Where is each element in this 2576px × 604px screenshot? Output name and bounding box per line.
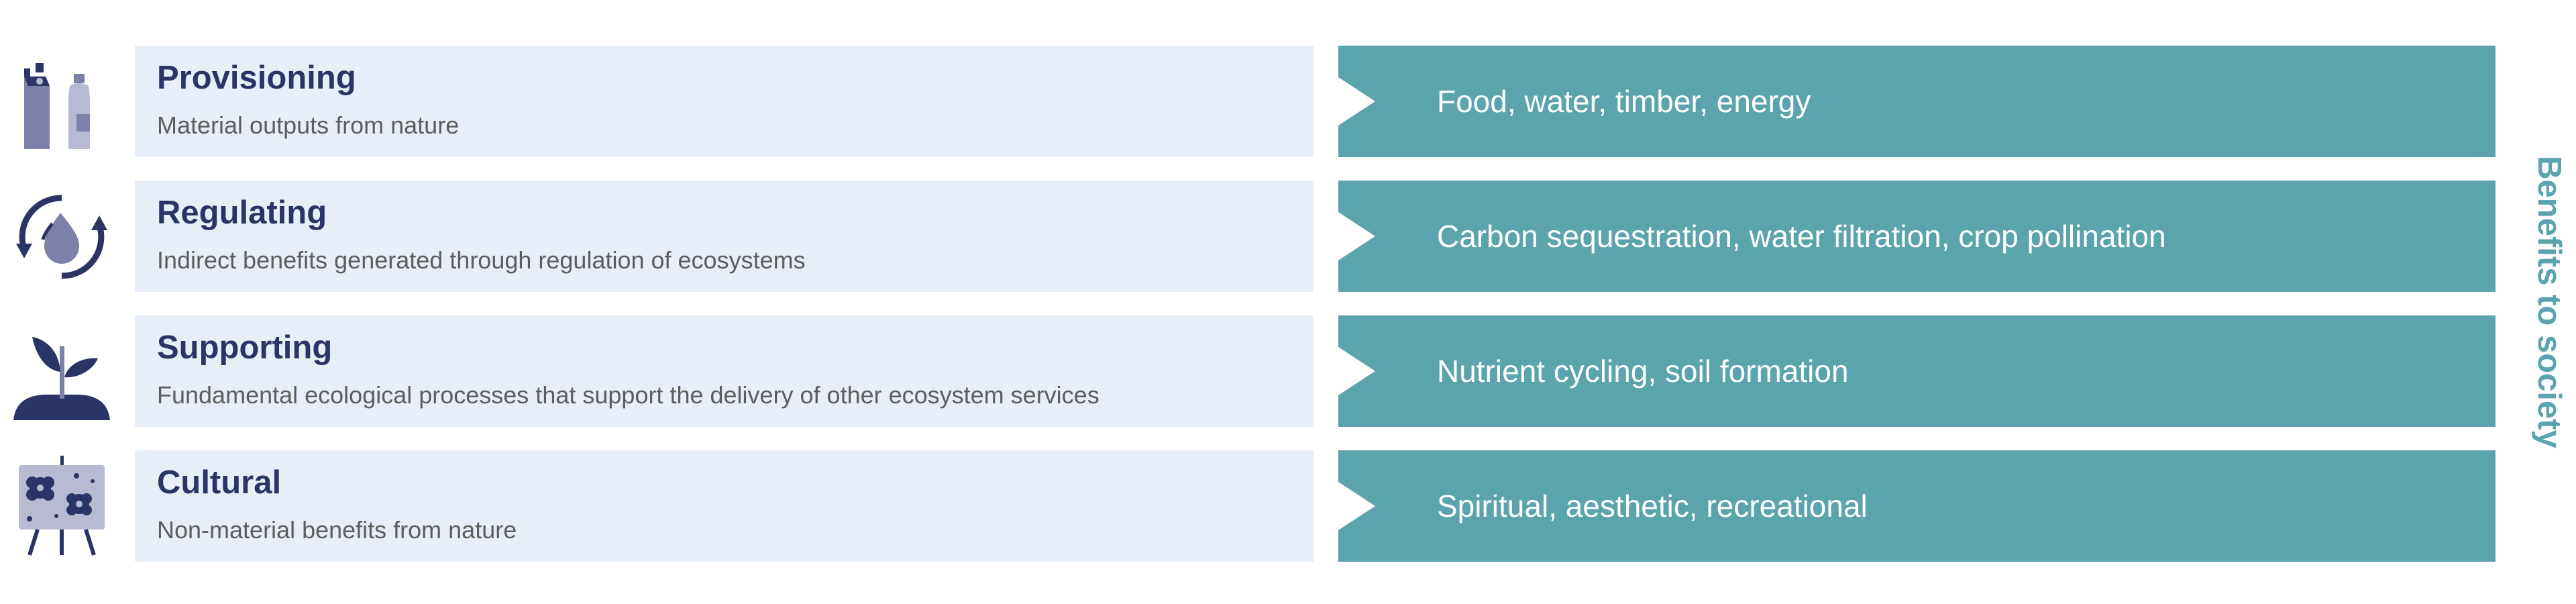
arrow-notch-icon bbox=[1338, 212, 1375, 260]
benefit-text: Carbon sequestration, water filtration, … bbox=[1437, 219, 2166, 254]
flower-painting-easel-icon bbox=[9, 454, 114, 559]
service-title: Regulating bbox=[157, 195, 327, 231]
service-description: Fundamental ecological processes that su… bbox=[157, 381, 1099, 409]
service-row-cultural: Cultural Non-material benefits from natu… bbox=[0, 450, 2496, 562]
benefit-text: Spiritual, aesthetic, recreational bbox=[1437, 489, 1868, 523]
service-description: Material outputs from nature bbox=[157, 111, 460, 139]
benefit-text: Nutrient cycling, soil formation bbox=[1437, 354, 1849, 389]
seedling-icon bbox=[9, 319, 114, 424]
arrow-notch-icon bbox=[1338, 347, 1375, 395]
benefits-to-society-label: Benefits to society bbox=[2531, 156, 2567, 448]
benefit-box: Nutrient cycling, soil formation bbox=[1338, 315, 2496, 427]
service-description: Indirect benefits generated through regu… bbox=[157, 246, 806, 274]
benefit-box: Carbon sequestration, water filtration, … bbox=[1338, 181, 2496, 292]
service-description-box: Cultural Non-material benefits from natu… bbox=[135, 450, 1313, 562]
service-title: Cultural bbox=[157, 464, 282, 501]
service-title: Supporting bbox=[157, 330, 333, 366]
service-description-box: Regulating Indirect benefits generated t… bbox=[135, 181, 1313, 292]
service-title: Provisioning bbox=[157, 60, 356, 96]
service-row-supporting: Supporting Fundamental ecological proces… bbox=[0, 315, 2496, 427]
service-row-regulating: Regulating Indirect benefits generated t… bbox=[0, 181, 2496, 292]
service-description: Non-material benefits from nature bbox=[157, 516, 517, 544]
service-row-provisioning: Provisioning Material outputs from natur… bbox=[0, 46, 2496, 157]
milk-carton-bottle-icon bbox=[9, 50, 114, 154]
arrow-notch-icon bbox=[1338, 482, 1375, 530]
benefit-box: Spiritual, aesthetic, recreational bbox=[1338, 450, 2496, 562]
benefit-box: Food, water, timber, energy bbox=[1338, 46, 2496, 157]
water-drop-cycle-icon bbox=[9, 185, 114, 289]
service-description-box: Provisioning Material outputs from natur… bbox=[135, 46, 1313, 157]
arrow-notch-icon bbox=[1338, 77, 1375, 125]
benefit-text: Food, water, timber, energy bbox=[1437, 84, 1811, 119]
service-description-box: Supporting Fundamental ecological proces… bbox=[135, 315, 1313, 427]
